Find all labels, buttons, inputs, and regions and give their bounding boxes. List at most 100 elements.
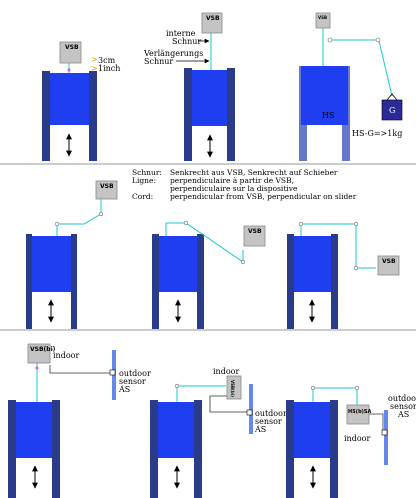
window-frame-right <box>89 71 97 161</box>
vsb-box <box>27 343 51 364</box>
window-frame-left <box>150 400 158 498</box>
vsb-box <box>226 375 242 400</box>
window-frame-left <box>8 400 16 498</box>
pulley <box>353 221 359 227</box>
cord <box>176 385 226 402</box>
pulley <box>327 37 333 43</box>
window-blind <box>32 236 71 292</box>
window-frame-right <box>52 400 60 498</box>
window-frame-left <box>184 68 192 161</box>
vsb-box <box>346 404 370 425</box>
panel-r2-cord-diagonal: VSB <box>152 220 266 329</box>
vsb-label: VSB <box>100 183 114 190</box>
window-frame-left <box>287 234 294 329</box>
interne-label-2: Schnur <box>172 37 201 46</box>
window-blind <box>159 236 197 292</box>
window-frame-right <box>194 400 202 498</box>
vsb-box <box>201 12 223 34</box>
legend-de-key: Schnur: <box>132 168 162 177</box>
vsb-box <box>243 225 266 247</box>
window-blind <box>301 66 348 125</box>
pulley <box>174 383 180 389</box>
vsb-label: VSB(bi) <box>230 380 235 397</box>
indoor-label: indoor <box>344 434 370 443</box>
panel-r1-cord-types: VSB interne Schnur Verlängerungs Schnur <box>143 12 235 161</box>
legend-fr-text-1: perpendiculaire à partir de VSB, <box>170 176 294 185</box>
vsb-box <box>95 180 118 200</box>
window-blind <box>294 402 330 458</box>
pulley <box>183 220 189 226</box>
sensor-wire <box>369 413 384 430</box>
legend-fr-text-2: perpendiculaire sur la dispositive <box>170 184 298 193</box>
window-frame-left <box>26 234 32 329</box>
window-frame-right <box>71 234 77 329</box>
dim-3cm-label: 3cm <box>98 56 116 65</box>
panel-r3-sensor-right: HS(b)SA indoor outdoor sensor AS <box>286 385 416 498</box>
sensor-label: sensor <box>255 417 282 426</box>
hs-formula: HS-G=>1kg <box>352 129 402 138</box>
dim-1inch-arrow: > <box>91 64 98 73</box>
window-blind <box>16 402 52 458</box>
window-frame-left <box>286 400 294 498</box>
sensor-wire <box>49 365 112 374</box>
panel-r2-cord-right: VSB <box>287 221 400 329</box>
interne-label-1: interne <box>166 29 196 38</box>
panel-r1-vsb-dimensions: VSB > 3cm > 1inch <box>42 41 120 161</box>
outdoor-sensor-bar <box>249 384 253 434</box>
pulley <box>54 221 60 227</box>
verlaengerung-label-2: Schnur <box>144 57 173 66</box>
window-frame-left <box>42 71 50 161</box>
sensor-label: sensor <box>119 377 146 386</box>
sensor-clip <box>109 369 116 376</box>
vsb-label: VSB <box>248 228 262 235</box>
dim-3cm-arrow: > <box>91 55 98 64</box>
weight-hook <box>386 93 398 101</box>
pulley <box>353 265 359 271</box>
window-blind <box>50 73 89 125</box>
vsb-box <box>377 255 400 276</box>
cord <box>312 387 358 405</box>
as-label: AS <box>118 385 130 394</box>
outdoor-sensor-bar <box>384 410 388 465</box>
indoor-label: indoor <box>53 351 79 360</box>
sensor-wire <box>209 395 248 413</box>
window-frame-right <box>331 234 338 329</box>
as-label: AS <box>397 410 409 419</box>
window-frame-right <box>197 234 204 329</box>
panel-r3-sensor-left: VSB(bi) indoor outdoor sensor AS <box>8 343 151 498</box>
as-label: AS <box>254 425 266 434</box>
vsb-label: VSB(bi) <box>30 346 56 353</box>
verlaengerung-label-1: Verlängerungs <box>143 49 203 58</box>
cord-exit-dot <box>35 366 39 370</box>
pulley <box>240 259 246 265</box>
pulley <box>310 385 316 391</box>
outdoor-label: outdoor <box>388 394 416 403</box>
window-blind <box>294 236 331 292</box>
pulley <box>354 385 360 391</box>
window-frame-right <box>227 68 235 161</box>
window-blind <box>192 70 227 126</box>
dim-1inch-label: 1inch <box>98 64 120 73</box>
vsb-box <box>59 41 82 64</box>
vsb-label: VSB <box>382 258 396 265</box>
pulley <box>298 221 304 227</box>
legend-en-text: perpendicular from VSB, perpendicular on… <box>170 192 357 201</box>
legend-en-key: Cord: <box>132 192 153 201</box>
weight-block <box>381 99 403 121</box>
indoor-label: indoor <box>213 367 239 376</box>
cord <box>56 199 102 236</box>
cord <box>378 40 393 97</box>
window-blind <box>158 402 194 458</box>
legend-de-text: Senkrecht aus VSB, Senkrecht auf Schiebe… <box>170 168 338 177</box>
hs-as-label: HS(b)SA <box>348 409 372 415</box>
sensor-clip <box>246 409 253 416</box>
sensor-label: sensor <box>390 402 416 411</box>
weight-label: G <box>389 106 395 115</box>
panel-r1-weight: HS VSB G HS-G=>1kg <box>299 12 403 161</box>
panel-r2-cord-left: VSB <box>26 180 118 329</box>
vsb-label: VSB <box>65 44 79 51</box>
legend-fr-key: Ligne: <box>132 176 156 185</box>
window-frame-left <box>152 234 159 329</box>
window-frame-right <box>330 400 338 498</box>
